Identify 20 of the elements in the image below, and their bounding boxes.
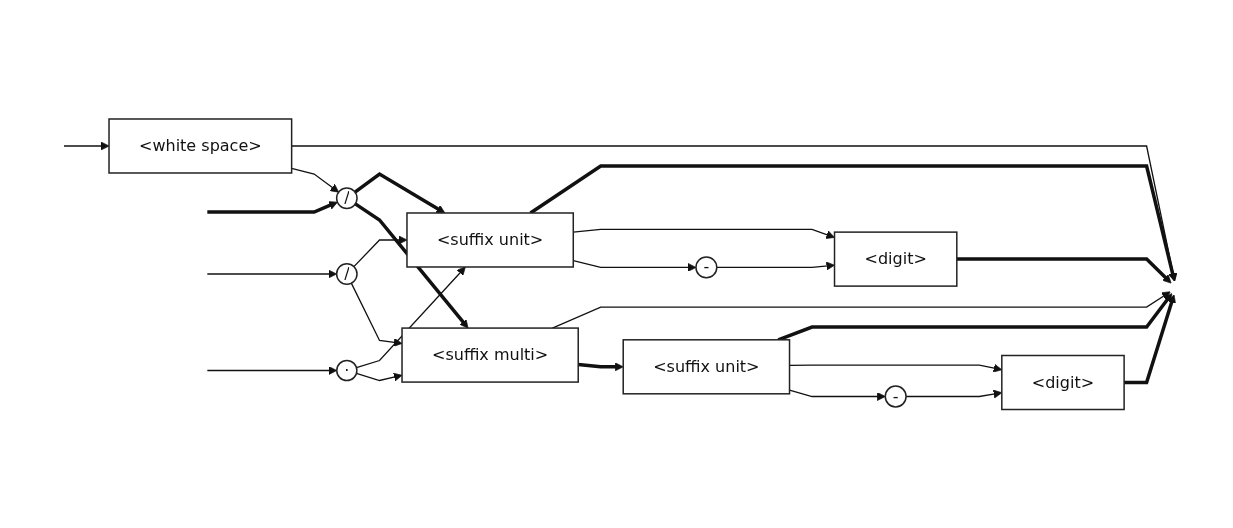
nonterminal-box: <white space> <box>108 118 293 174</box>
arrow <box>716 261 835 271</box>
arrow <box>206 269 337 279</box>
arrow <box>956 257 1172 284</box>
nonterminal-box: <suffix unit> <box>406 212 574 268</box>
arrow <box>353 171 446 214</box>
nonterminal-box: <suffix unit> <box>622 338 791 395</box>
arrow <box>1124 294 1176 384</box>
terminal-circle: - <box>884 385 907 408</box>
terminal-circle: · <box>335 359 358 382</box>
arrow <box>206 365 338 375</box>
arrow <box>777 292 1173 342</box>
terminal-circle: / <box>335 262 358 285</box>
nonterminal-box: <suffix multi> <box>401 327 579 383</box>
terminal-circle: / <box>335 187 358 209</box>
nonterminal-box: <digit> <box>833 231 958 287</box>
arrow <box>354 202 469 329</box>
nonterminal-box: <digit> <box>1001 354 1125 410</box>
arrow <box>207 200 338 214</box>
terminal-circle: - <box>695 256 718 279</box>
